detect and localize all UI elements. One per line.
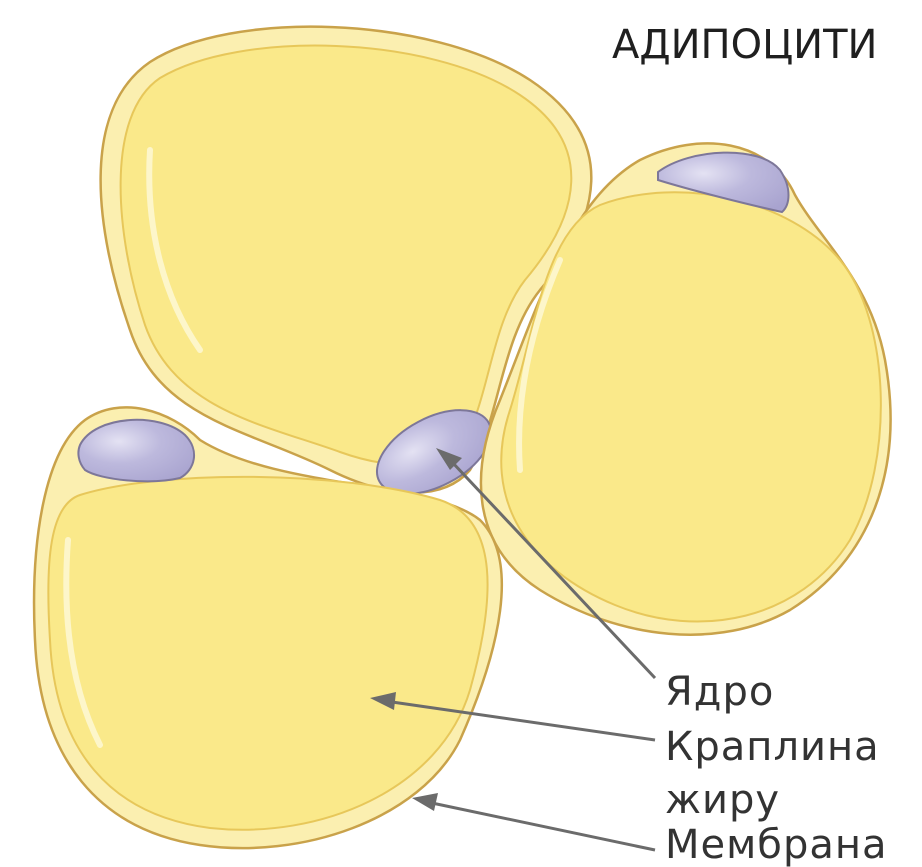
label-fat-droplet-line1: Краплина: [665, 724, 880, 770]
nucleus: [78, 420, 194, 481]
diagram-title: АДИПОЦИТИ: [612, 22, 877, 68]
fat-droplet: [501, 192, 881, 621]
label-membrane: Мембрана: [665, 822, 888, 867]
label-nucleus: Ядро: [665, 669, 774, 715]
pointer-membrane: [412, 793, 655, 850]
label-fat-droplet-line2: жиру: [665, 777, 780, 823]
